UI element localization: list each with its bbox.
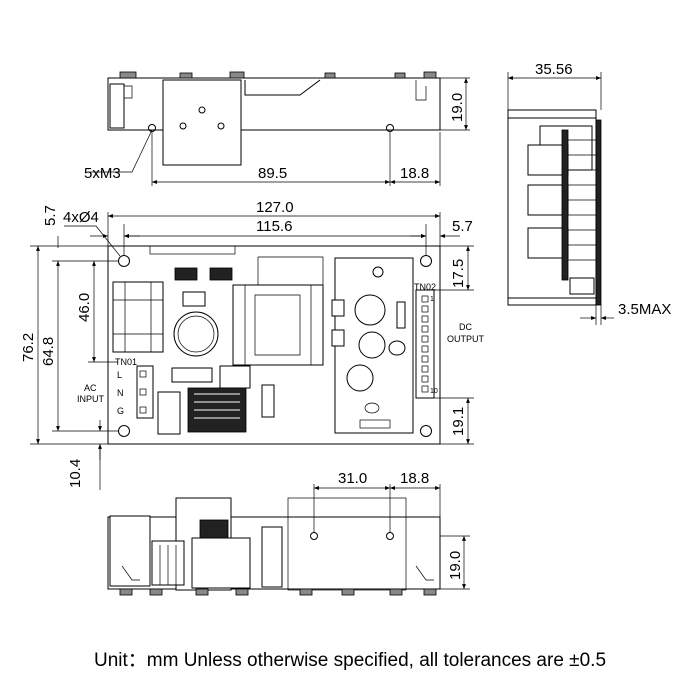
main-dim-left-offset: 5.7 bbox=[42, 205, 59, 226]
main-dim-right-offset: 5.7 bbox=[452, 218, 473, 235]
pin-n-label: N bbox=[117, 388, 124, 398]
main-dim-right-top: 17.5 bbox=[450, 259, 467, 288]
ac-input-label-1: AC bbox=[84, 383, 97, 393]
dc-output-label-2: OUTPUT bbox=[447, 334, 485, 344]
main-hole-callout: 4xØ4 bbox=[63, 209, 99, 226]
top-screw-callout: 5xM3 bbox=[84, 165, 121, 182]
dc-output-label-1: DC bbox=[459, 322, 472, 332]
units-note: Unit：mm Unless otherwise specified, all … bbox=[93, 650, 607, 671]
pin-g-label: G bbox=[117, 406, 124, 416]
side-view: 35.56 3.5MAX bbox=[507, 61, 671, 325]
bottom-dim-a: 31.0 bbox=[338, 470, 367, 487]
ac-input-label-2: INPUT bbox=[77, 394, 105, 404]
main-view: TN01 TN02 AC INPUT L N G DC OUTPUT 1 10 … bbox=[20, 199, 485, 490]
main-dim-height-holes: 64.8 bbox=[40, 337, 57, 366]
main-dim-hole-spacing: 115.6 bbox=[256, 218, 292, 235]
bottom-dim-height: 19.0 bbox=[447, 551, 464, 580]
main-dim-length: 127.0 bbox=[256, 199, 294, 216]
pin-10-label: 10 bbox=[430, 388, 438, 395]
main-dim-left-hole: 46.0 bbox=[76, 293, 93, 322]
main-dim-right-bottom: 19.1 bbox=[450, 407, 467, 436]
top-dim-offset: 18.8 bbox=[400, 165, 429, 182]
pin-1-label: 1 bbox=[430, 296, 434, 303]
main-dim-bottom-offset: 10.4 bbox=[67, 459, 84, 488]
main-dim-height-total: 76.2 bbox=[20, 333, 37, 362]
top-dim-width: 89.5 bbox=[258, 165, 287, 182]
top-view: 5xM3 89.5 18.8 19.0 bbox=[84, 71, 470, 186]
top-dim-height: 19.0 bbox=[449, 93, 466, 122]
tn02-label: TN02 bbox=[414, 282, 436, 292]
tn01-label: TN01 bbox=[115, 357, 137, 367]
side-dim-depth: 35.56 bbox=[535, 61, 573, 78]
pin-l-label: L bbox=[117, 370, 122, 380]
bottom-view: 31.0 18.8 19.0 bbox=[107, 470, 470, 596]
bottom-dim-b: 18.8 bbox=[400, 470, 429, 487]
side-dim-pin: 3.5MAX bbox=[618, 301, 671, 318]
